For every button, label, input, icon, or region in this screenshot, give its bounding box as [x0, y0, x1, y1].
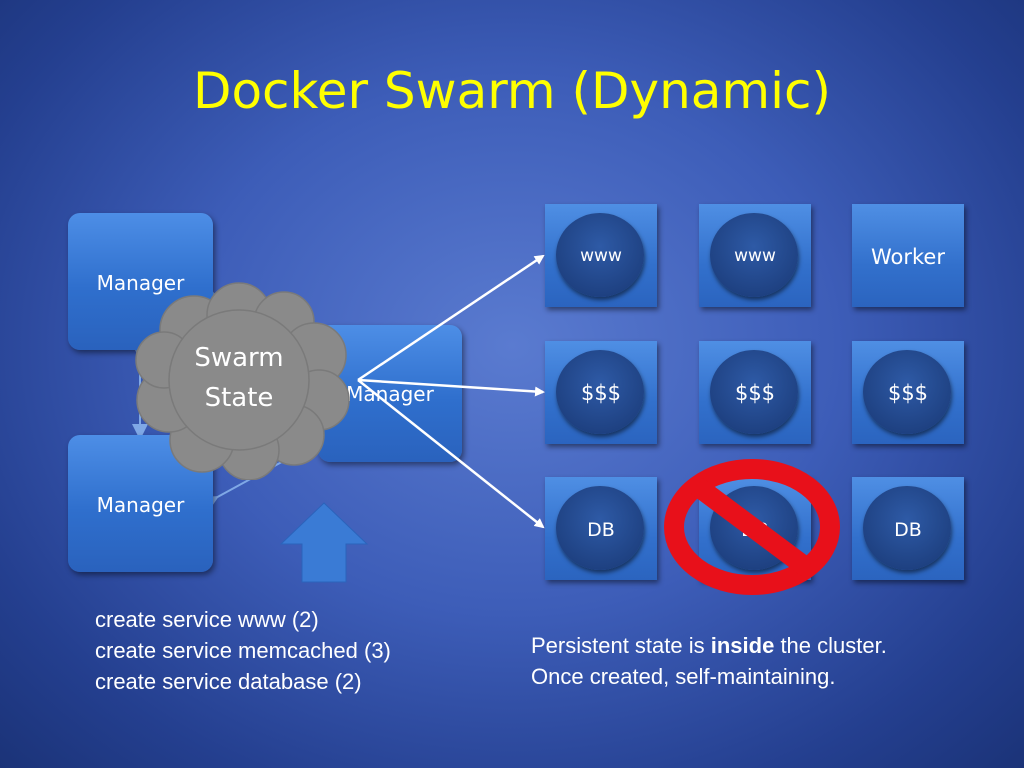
- command-line: create service memcached (3): [95, 638, 391, 663]
- worker-node: DB: [852, 477, 964, 580]
- command-line: create service database (2): [95, 669, 362, 694]
- service-circle: [710, 350, 798, 434]
- worker-label: Worker: [871, 245, 945, 269]
- cloud-icon: [135, 282, 350, 481]
- service-label: DB: [894, 519, 922, 541]
- service-circle: [556, 350, 644, 434]
- service-circle: [863, 486, 951, 570]
- arrow-to-db: [357, 379, 545, 529]
- service-label: www: [734, 246, 776, 266]
- arrow-to-www: [357, 254, 545, 382]
- cloud-text: Swarm State: [134, 338, 344, 418]
- service-label: www: [580, 246, 622, 266]
- slide-title: Docker Swarm (Dynamic): [192, 62, 832, 120]
- note-prefix: Persistent state is: [531, 633, 711, 658]
- command-list: create service www (2) create service me…: [95, 604, 391, 697]
- up-arrow-icon: [279, 502, 369, 583]
- worker-node: Worker: [852, 204, 964, 307]
- worker-node: DB: [545, 477, 657, 580]
- service-label: $$$: [580, 381, 622, 405]
- worker-node: www: [545, 204, 657, 307]
- worker-node: $$$: [545, 341, 657, 444]
- cloud-line-1: Swarm: [194, 343, 284, 373]
- command-line: create service www (2): [95, 607, 319, 632]
- manager-bottom-label: Manager: [96, 493, 185, 517]
- manager-bottom: Manager: [68, 435, 213, 572]
- arrow-to-memcached: [357, 378, 545, 397]
- note-bold: inside: [710, 633, 775, 658]
- service-label: $$$: [734, 381, 776, 405]
- note-suffix: the cluster.: [774, 633, 887, 658]
- service-circle: [556, 213, 644, 297]
- note-line-1: Persistent state is inside the cluster.: [531, 630, 887, 661]
- worker-node: $$$: [852, 341, 964, 444]
- service-circle: [863, 350, 951, 434]
- note-line-2: Once created, self-maintaining.: [531, 664, 836, 689]
- service-label: $$$: [887, 381, 929, 405]
- service-label: DB: [587, 519, 615, 541]
- swarm-state-cloud: Swarm State: [134, 280, 364, 481]
- persistence-note: Persistent state is inside the cluster. …: [531, 630, 887, 692]
- cloud-line-2: State: [204, 383, 274, 413]
- manager-top-label: Manager: [96, 271, 185, 295]
- worker-node: www: [699, 204, 811, 307]
- no-symbol-icon: [664, 459, 840, 595]
- manager-middle-label: Manager: [346, 382, 434, 406]
- service-circle: [556, 486, 644, 570]
- service-circle: [710, 213, 798, 297]
- worker-node: $$$: [699, 341, 811, 444]
